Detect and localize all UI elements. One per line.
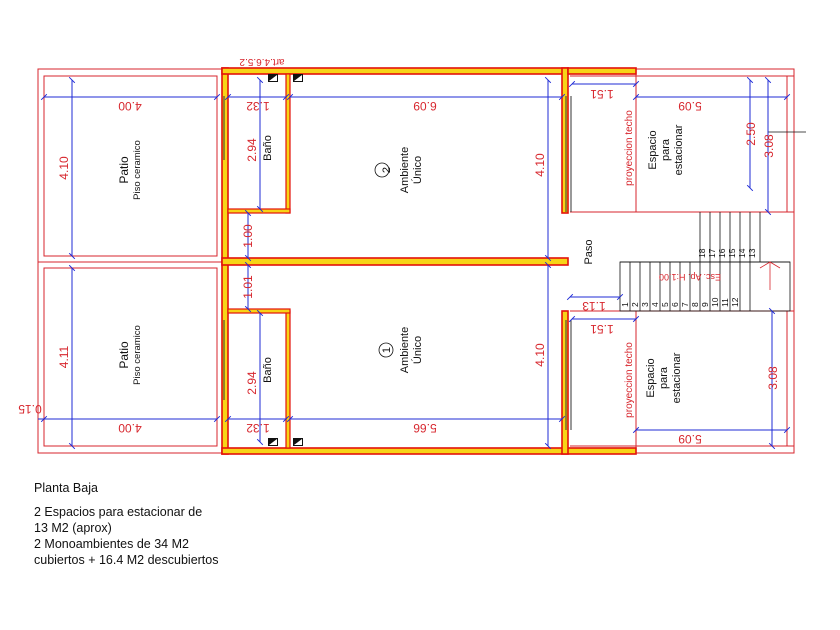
stair-step-number: 6 [670,302,680,307]
unit-number-bottom: 1 [381,347,393,353]
room-name-top: Ambiente [399,147,411,193]
reference-label: art.4.6.5.2 [239,56,284,67]
unit-number-circle-top [374,162,390,178]
parking-label-bottom-3: estacionar [671,352,683,403]
stair-step-number: 2 [630,302,640,307]
parking-label-top-1: Espacio [647,130,659,169]
stair-step-number: 12 [730,297,740,307]
roof-projection-top: proyeccion techo [624,110,635,186]
room-name-bottom: Ambiente [399,327,411,373]
room-sub-top: Único [411,156,424,184]
parking-label-top-3: estacionar [673,124,685,175]
stair-step-number: 11 [720,298,730,307]
dim-wall-gap-2: 1.01 [241,275,255,299]
stair-step-number: 7 [680,302,690,307]
stair-step-number: 3 [640,302,650,307]
dim-parking-height-top-a: 2.50 [744,122,758,146]
stair-step-number: 1 [620,302,630,307]
staircase [619,131,806,312]
room-labels: Patio Piso ceramico Patio Piso ceramico … [117,124,685,403]
dim-room-height-top: 4.10 [533,153,547,177]
parking-label-bottom-1: Espacio [645,358,657,397]
stair-step-number: 13 [747,248,757,258]
unit-number-top: 2 [381,167,393,173]
dimension-lines [38,76,791,450]
roof-projection-labels: proyeccion techo proyeccion techo [624,110,635,418]
parking-label-top-2: para [660,138,672,161]
notes-title: Planta Baja [34,481,98,495]
stair-step-number: 8 [690,302,700,307]
patio-label-bottom: Patio [117,341,131,369]
stair-step-number: 5 [660,302,670,307]
stair-step-number: 16 [717,248,727,258]
patio-label-top: Patio [117,156,131,184]
stair-step-number: 10 [710,297,720,307]
dim-parking-width-top: 5.09 [678,99,702,113]
notes-line-2: 13 M2 (aprox) [34,521,112,535]
plan-notes: Planta Baja 2 Espacios para estacionar d… [34,480,334,568]
walls [221,67,637,455]
stair-note: Esc. Ap. H:1.00 [659,272,721,282]
bath-label-bottom: Baño [262,357,274,383]
room-sub-bottom: Único [411,336,424,364]
stair-step-number: 18 [697,248,707,258]
stair-step-number: 14 [737,248,747,258]
notes-line-3: 2 Monoambientes de 34 M2 [34,537,189,551]
floor-plan: art.4.6.5.2 4.00 4.00 4.10 4.11 0.15 1.3… [18,56,806,455]
dim-bath-width-top: 1.32 [246,99,270,113]
dim-wall-gap-1: 1.00 [241,224,255,248]
dim-patio-height-top: 4.10 [57,156,71,180]
dim-entry-bottom: 1.51 [590,322,614,336]
passage-label: Paso [583,239,595,264]
dim-patio-width-bottom: 4.00 [118,421,142,435]
dim-passage-width: 1.13 [582,299,606,313]
dim-parking-height-top-b: 3.08 [762,134,776,158]
stair-step-number: 15 [727,248,737,258]
notes-line-1: 2 Espacios para estacionar de [34,505,203,519]
notes-line-4: cubiertos + 16.4 M2 descubiertos [34,553,219,567]
dim-room-height-bottom: 4.10 [533,343,547,367]
dim-room-width-top: 6.09 [413,99,437,113]
dim-parking-height-bottom: 3.08 [766,366,780,390]
dim-patio-width-top: 4.00 [118,99,142,113]
patio-floor-top: Piso ceramico [132,140,143,200]
dim-parking-width-bottom: 5.09 [678,432,702,446]
stair-step-number: 9 [700,302,710,307]
dim-offset-left: 0.15 [18,402,42,416]
dim-bath-height-bottom: 2.94 [245,371,259,395]
parking-label-bottom-2: para [658,366,670,389]
dim-bath-width-bottom: 1.32 [246,421,270,435]
patio-floor-bottom: Piso ceramico [132,325,143,385]
unit-number-circle-bottom [378,342,394,358]
dim-patio-height-bottom: 4.11 [57,345,71,368]
dim-bath-height-top: 2.94 [245,138,259,162]
dim-entry-top: 1.51 [590,87,614,101]
dim-room-width-bottom: 5.66 [413,421,437,435]
dimension-texts: 4.00 4.00 4.10 4.11 0.15 1.32 1.32 2.94 … [18,87,780,446]
bath-label-top: Baño [262,135,274,161]
stair-step-number: 4 [650,302,660,307]
stair-step-number: 17 [707,248,717,258]
roof-projection-bottom: proyeccion techo [624,342,635,418]
